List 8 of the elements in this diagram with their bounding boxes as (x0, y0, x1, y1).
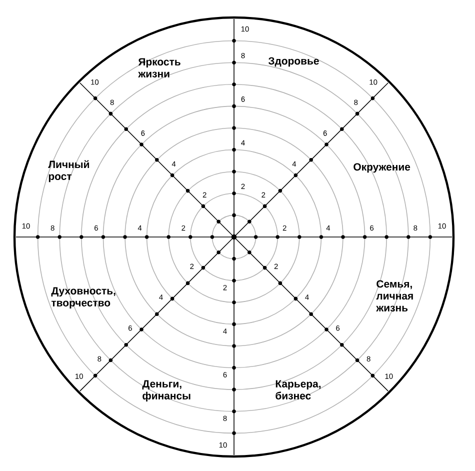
sector-label: Деньги, финансы (142, 380, 190, 402)
sector-label: Духовность, творчество (51, 287, 116, 308)
sector-label: Здоровье (268, 57, 319, 67)
sector-label: Окружение (354, 163, 410, 173)
sector-label: Карьера, бизнес (276, 380, 321, 400)
sector-label: Личный рост (48, 160, 90, 182)
sector-label: Яркость жизни (138, 58, 180, 78)
sector-label: Семья, личная жизнь (376, 280, 413, 312)
